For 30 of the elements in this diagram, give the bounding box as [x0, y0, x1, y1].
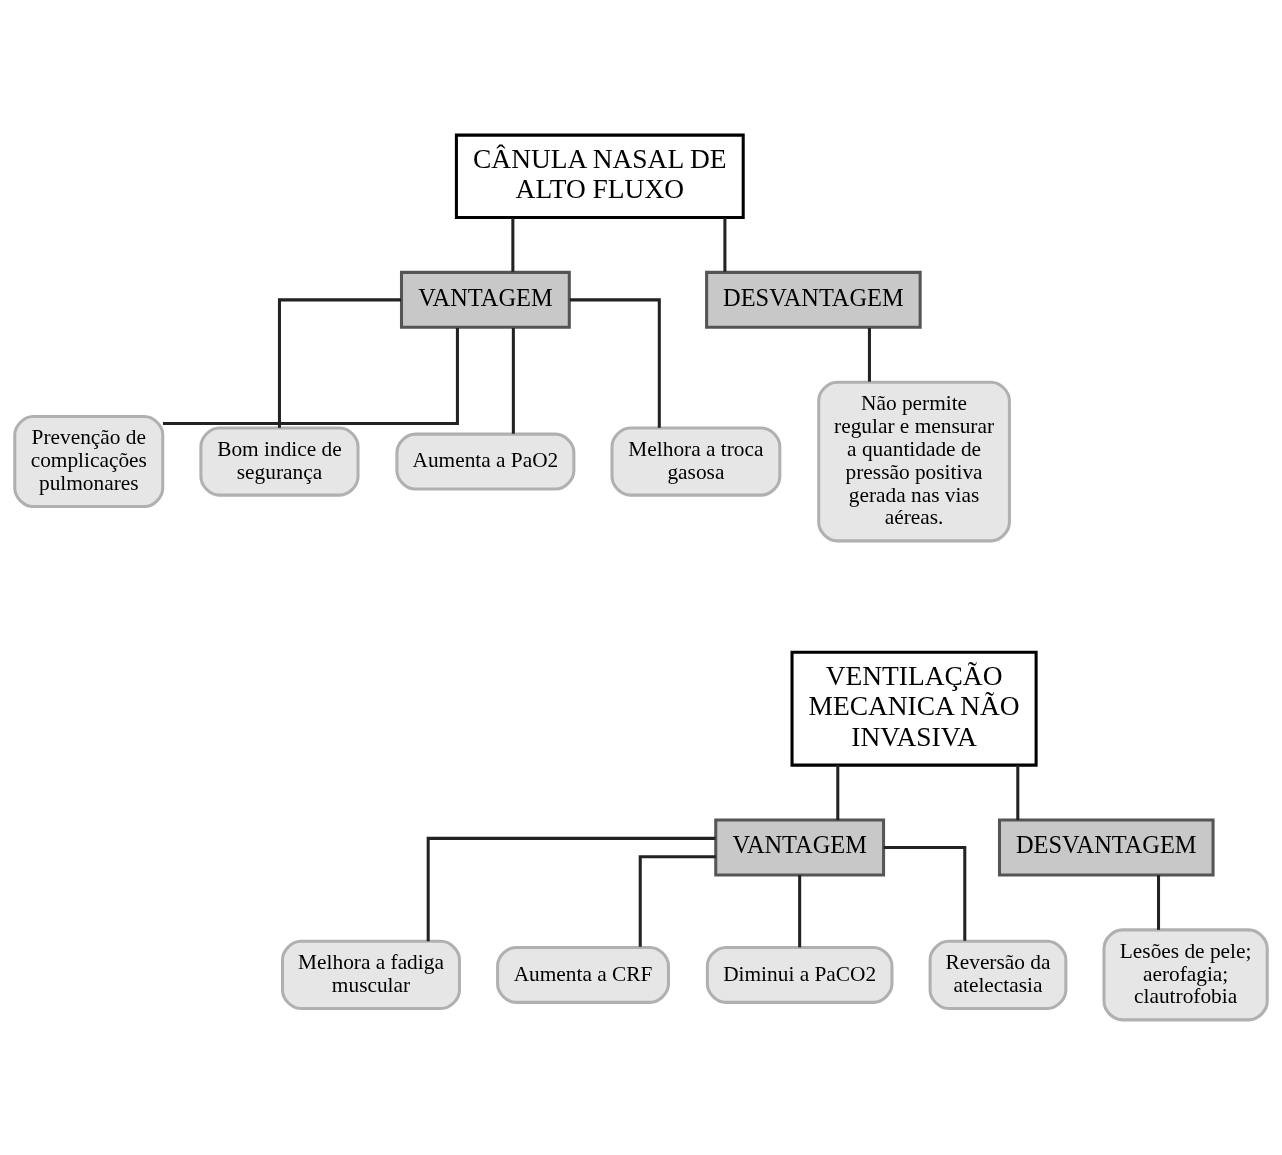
connector	[511, 328, 515, 434]
node-box: Melhora a fadiga muscular	[281, 939, 461, 1010]
node-box: Não permite regular e mensurar a quantidade de pressão positiva gerada nas vias aéreas.	[817, 380, 1011, 543]
node-box: Aumenta a CRF	[496, 945, 670, 1004]
node-box: CÂNULA NASAL DE ALTO FLUXO	[454, 133, 745, 219]
connector	[638, 855, 716, 947]
node-box: Diminui a PaCO2	[705, 945, 894, 1004]
node-box: VANTAGEM	[714, 818, 886, 877]
node-box: Aumenta a PaO2	[395, 432, 576, 491]
connector	[867, 328, 871, 382]
connector	[836, 765, 840, 820]
connector	[883, 846, 967, 941]
node-box: Bom indice de segurança	[199, 426, 360, 497]
node-box: DESVANTAGEM	[997, 818, 1215, 877]
node-box: Melhora a troca gasosa	[610, 426, 782, 497]
node-box: VENTILAÇÃO MECANICA NÃO INVASIVA	[790, 650, 1038, 767]
connector	[798, 875, 802, 948]
connector	[162, 327, 459, 425]
node-box: Lesões de pele; aerofagia; clautrofobia	[1102, 928, 1269, 1022]
connector	[723, 218, 727, 272]
connector	[1016, 765, 1020, 820]
connector	[1157, 875, 1161, 930]
connector	[277, 298, 402, 428]
node-box: VANTAGEM	[399, 270, 571, 329]
connector	[569, 298, 661, 428]
node-box: DESVANTAGEM	[705, 270, 922, 329]
connector	[511, 218, 515, 272]
connector	[426, 836, 716, 942]
node-box: Reversão da atelectasia	[928, 939, 1068, 1010]
node-box: Prevenção de complicações pulmonares	[13, 415, 165, 509]
